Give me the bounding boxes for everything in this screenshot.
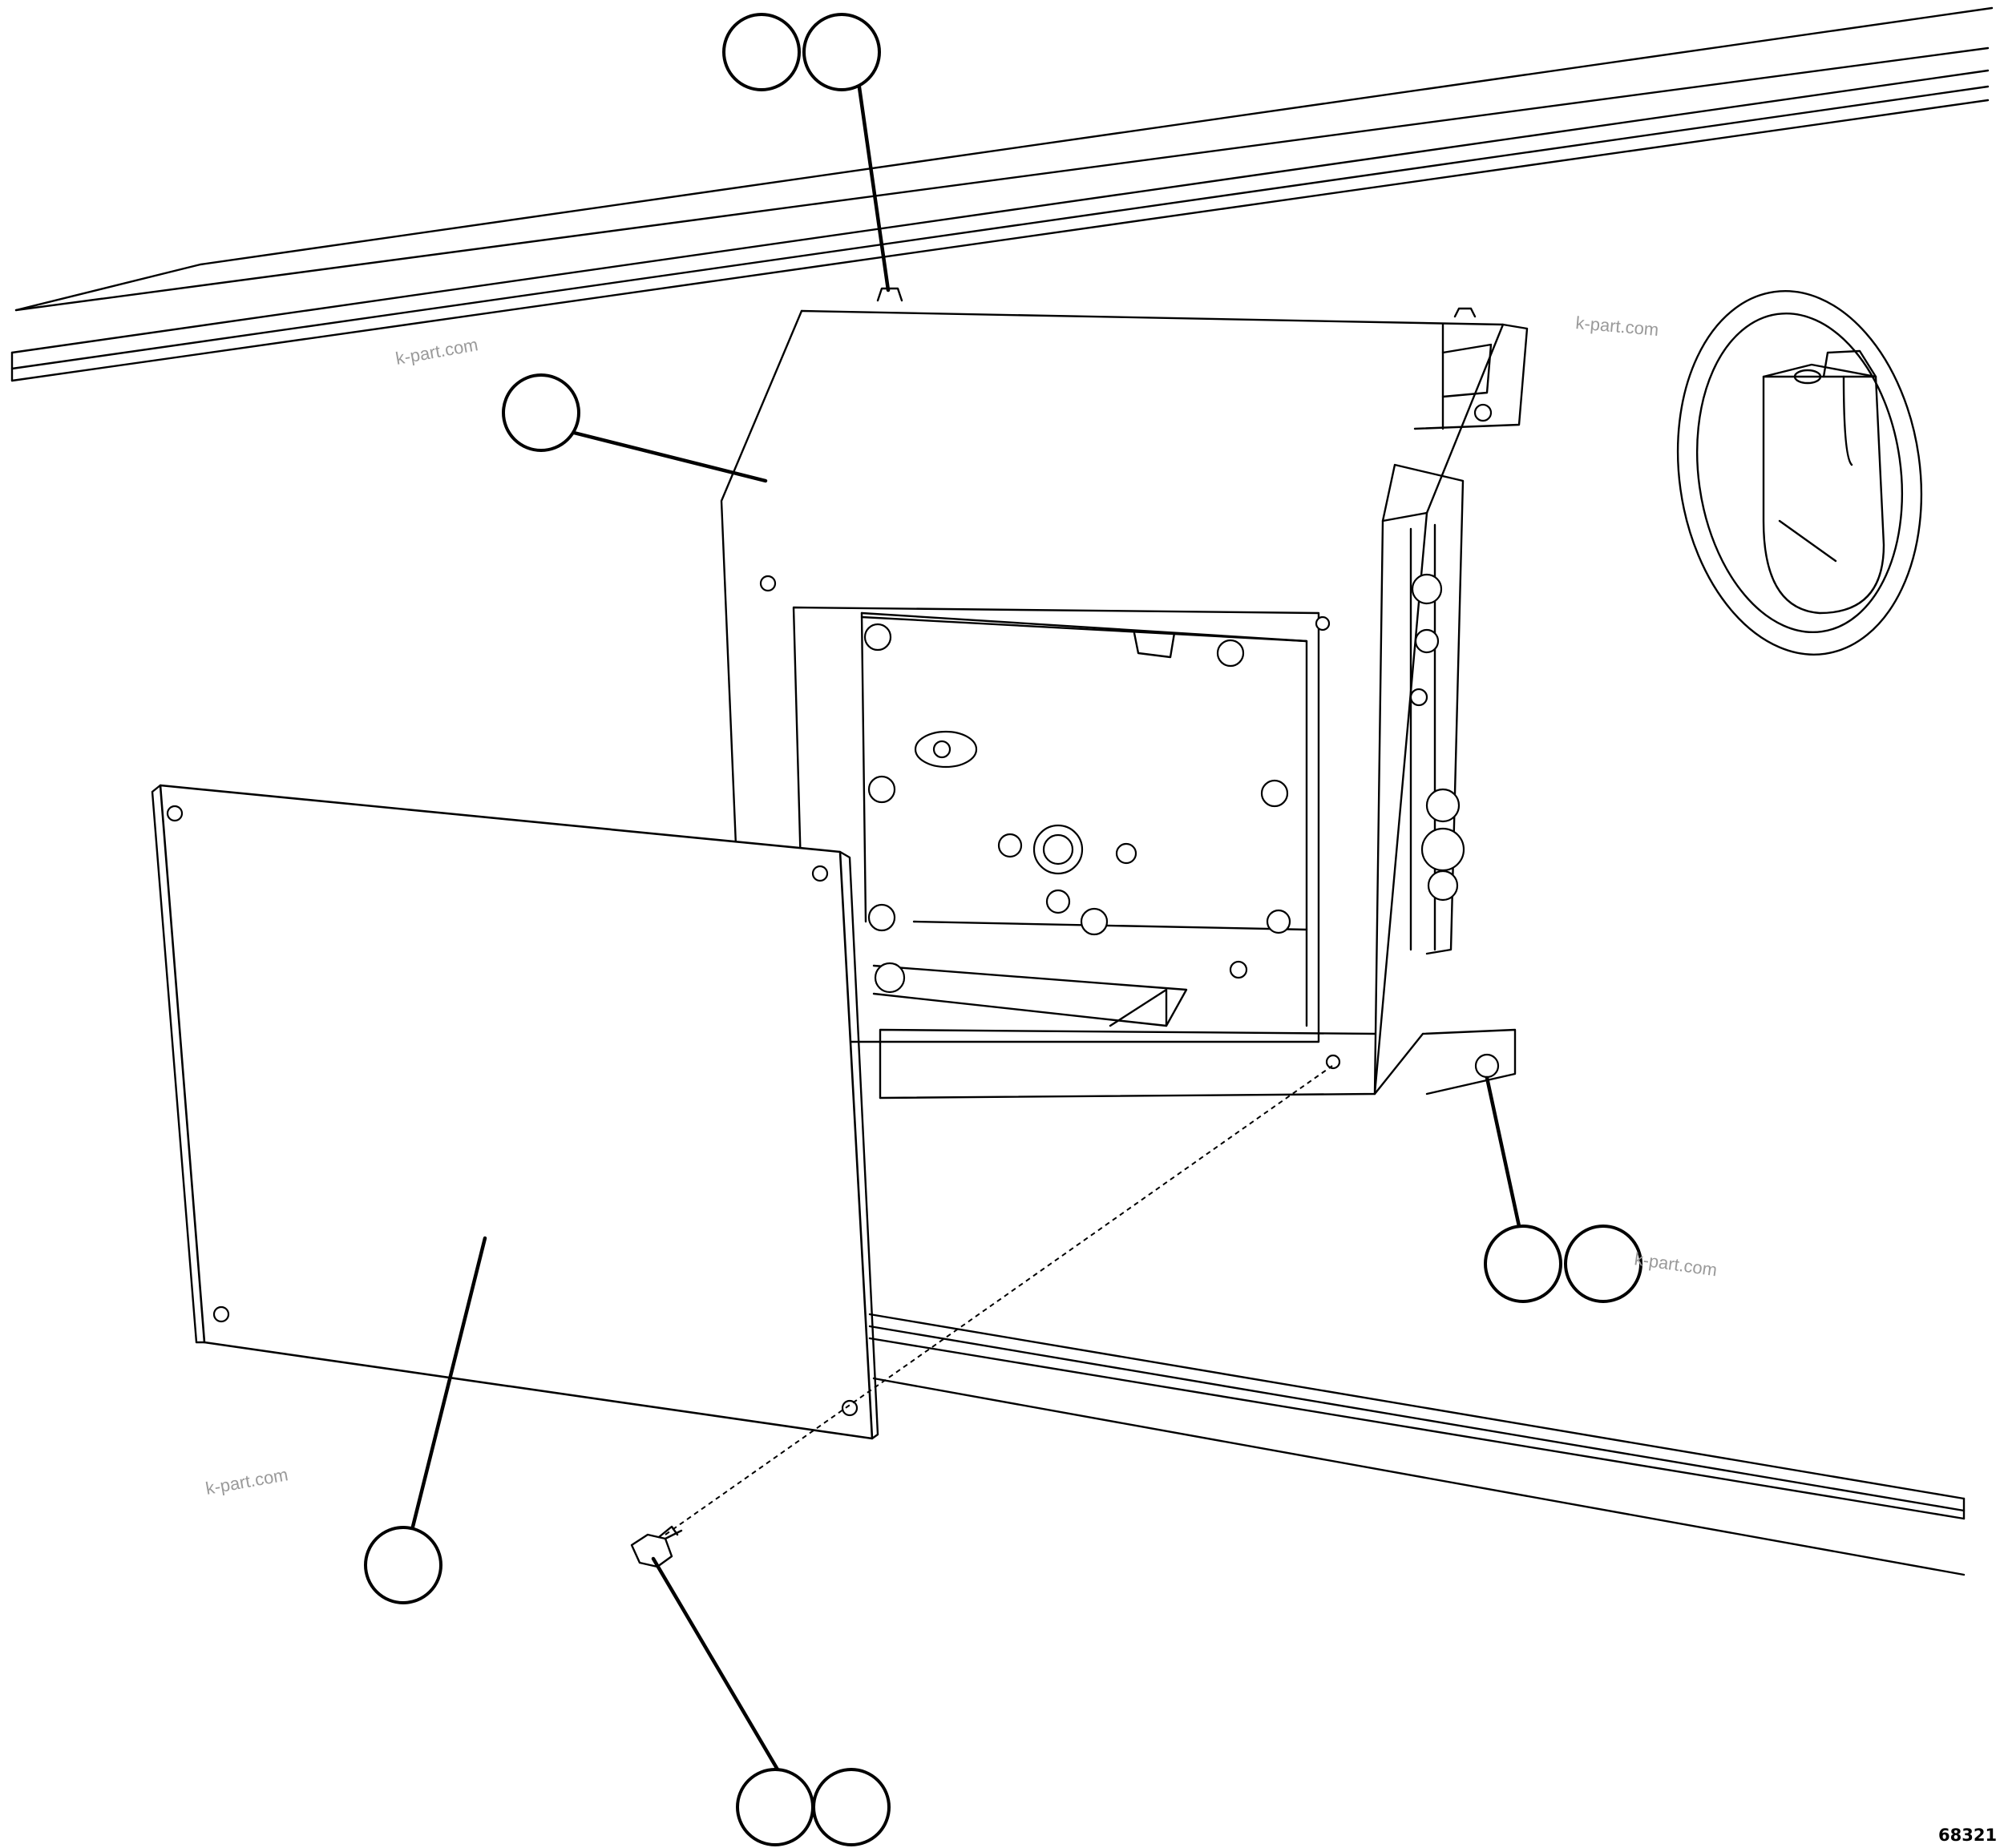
upper-rail <box>10 6 1994 382</box>
cover-plate <box>151 784 879 1440</box>
hex-bolt <box>630 1525 683 1568</box>
control-housing <box>720 287 1529 1100</box>
callout-bolt-pair <box>736 1768 891 1846</box>
callout-cover-plate <box>364 1526 442 1604</box>
figure-number: 68321 <box>1938 1826 1997 1845</box>
watermark-2: k-part.com <box>1575 313 1660 340</box>
watermark-1: k-part.com <box>394 334 480 369</box>
callout-top-pair <box>722 13 881 91</box>
callout-right-pair <box>1484 1225 1642 1303</box>
assembly-line <box>665 1065 1333 1535</box>
lower-rail <box>868 1313 1966 1576</box>
callout-housing <box>502 373 580 452</box>
leader-lines <box>410 74 1521 1785</box>
watermark-4: k-part.com <box>204 1464 290 1499</box>
round-port <box>1676 290 1923 656</box>
watermark-3: k-part.com <box>1633 1249 1718 1280</box>
